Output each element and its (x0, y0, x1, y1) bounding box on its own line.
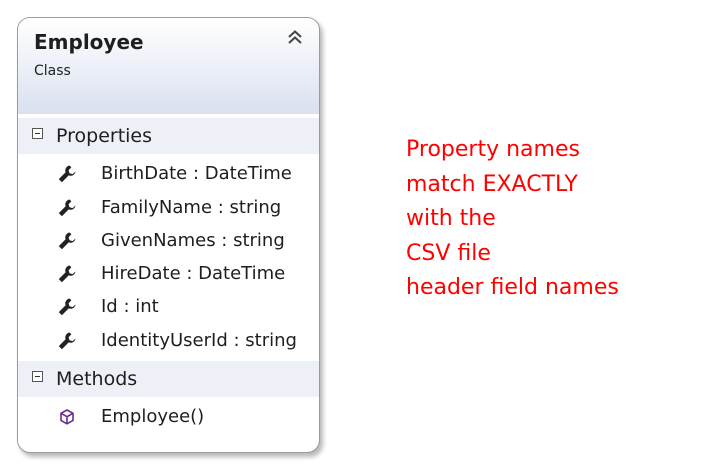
class-shape-employee[interactable]: Employee Class Properties BirthDate : Da… (17, 17, 320, 453)
property-item[interactable]: Id : int (18, 292, 319, 324)
note-line: match EXACTLY (406, 171, 578, 197)
methods-label: Methods (56, 368, 138, 390)
property-item[interactable]: BirthDate : DateTime (18, 159, 319, 191)
class-header: Employee Class (18, 18, 319, 114)
collapse-chevron-icon[interactable] (285, 28, 305, 48)
property-text: HireDate : DateTime (101, 263, 286, 284)
method-cube-icon (60, 409, 74, 425)
property-item[interactable]: GivenNames : string (18, 226, 319, 258)
property-text: Id : int (101, 296, 159, 317)
property-item[interactable]: FamilyName : string (18, 193, 319, 225)
properties-label: Properties (56, 125, 153, 147)
class-kind: Class (34, 63, 71, 79)
methods-section-header[interactable]: Methods (18, 361, 319, 397)
wrench-icon (58, 332, 76, 350)
note-line: CSV file (406, 240, 491, 266)
note-line: with the (406, 206, 496, 231)
property-text: IdentityUserId : string (101, 330, 297, 351)
wrench-icon (58, 199, 76, 217)
wrench-icon (58, 265, 76, 283)
method-text: Employee() (101, 406, 205, 427)
property-text: GivenNames : string (101, 230, 285, 251)
note-line: header field names (406, 275, 619, 300)
collapse-minus-icon[interactable] (32, 371, 43, 382)
property-item[interactable]: IdentityUserId : string (18, 326, 319, 358)
note-line: Property names (406, 137, 580, 162)
class-name: Employee (34, 30, 144, 54)
property-item[interactable]: HireDate : DateTime (18, 259, 319, 291)
properties-section-header[interactable]: Properties (18, 118, 319, 154)
collapse-minus-icon[interactable] (32, 128, 43, 139)
annotation-note: Property names match EXACTLY with the CS… (406, 133, 619, 306)
property-text: BirthDate : DateTime (101, 163, 292, 184)
wrench-icon (58, 232, 76, 250)
method-item[interactable]: Employee() (18, 402, 319, 434)
property-text: FamilyName : string (101, 197, 282, 218)
wrench-icon (58, 298, 76, 316)
wrench-icon (58, 165, 76, 183)
